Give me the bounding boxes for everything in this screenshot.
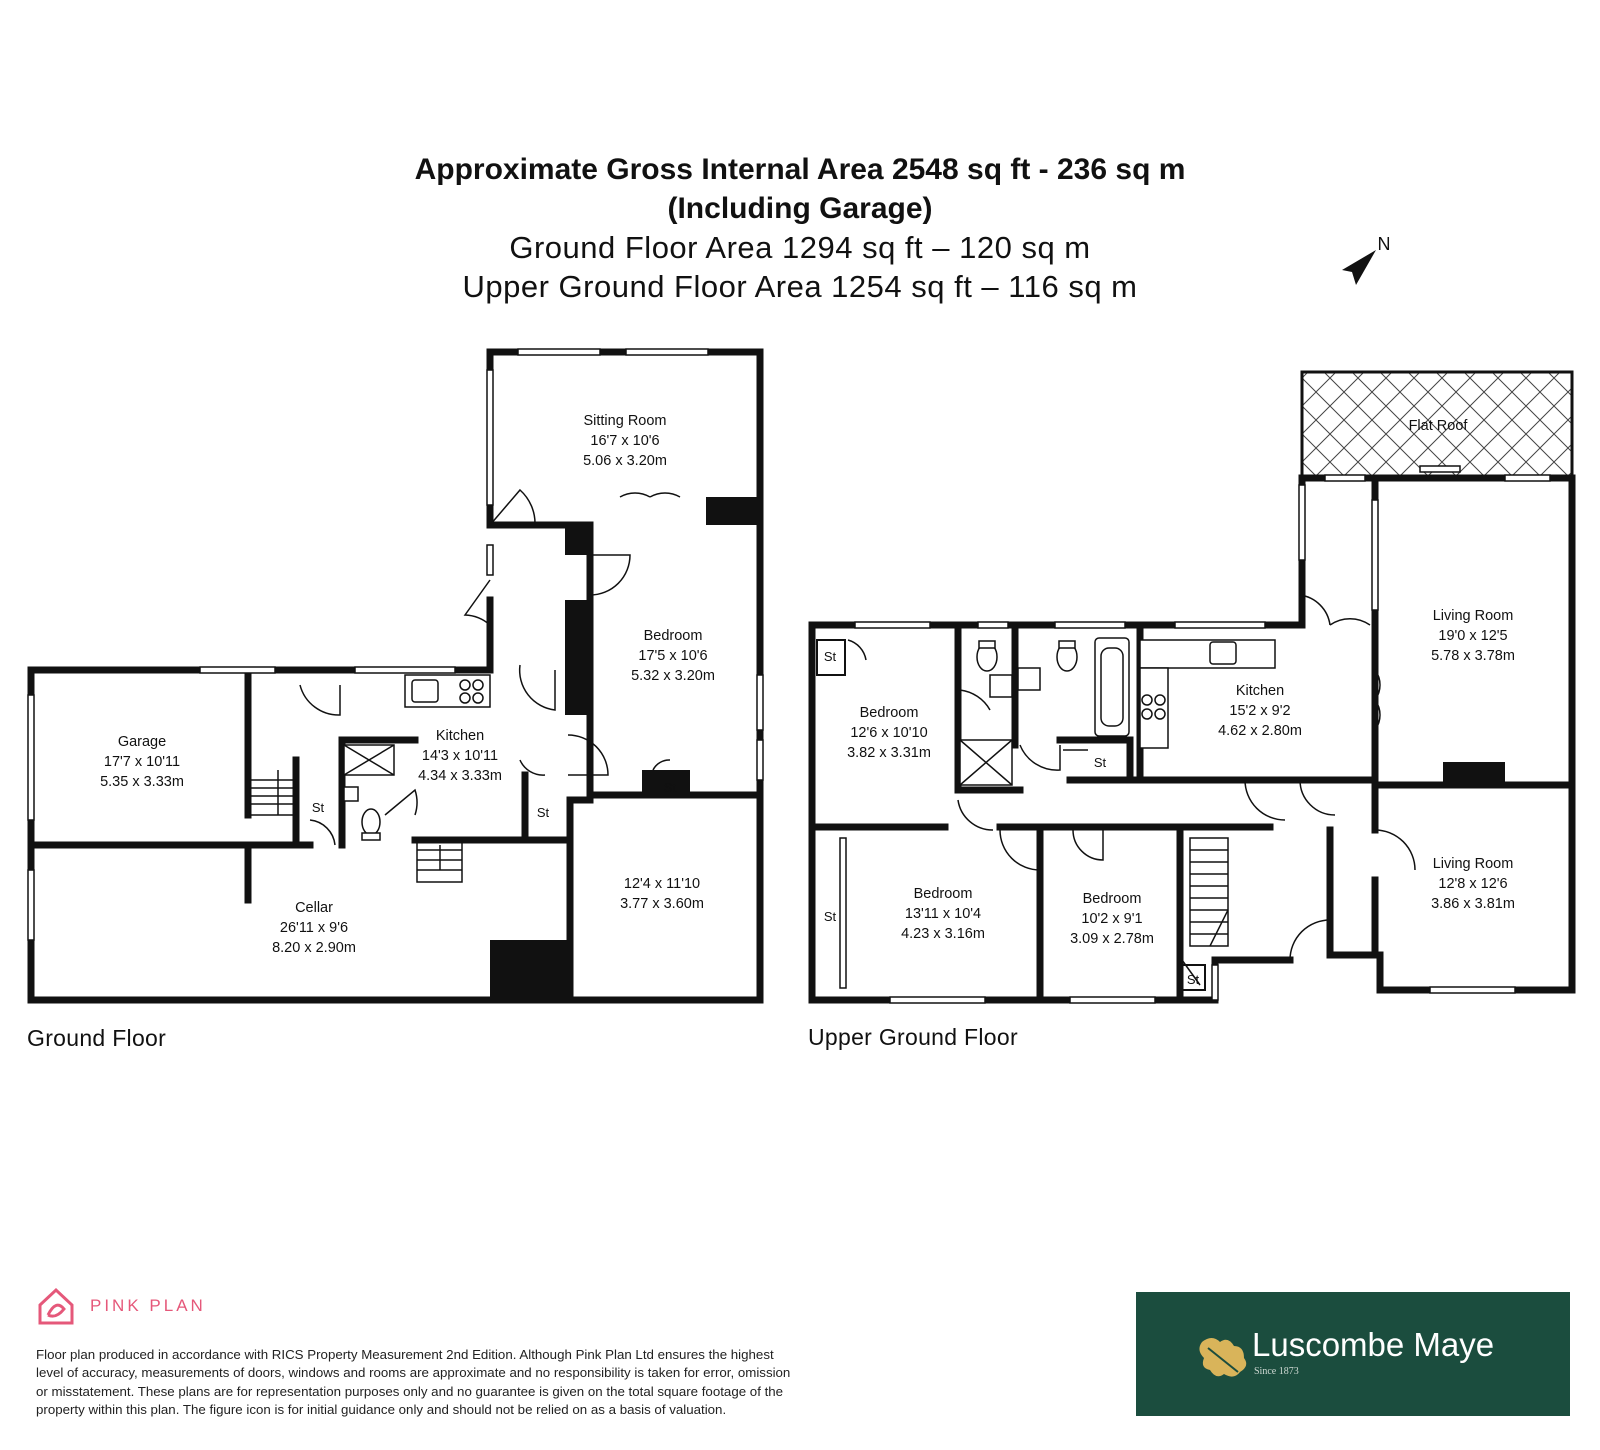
room-name-garage: Garage — [118, 734, 166, 750]
house-icon — [38, 1287, 74, 1325]
room-name-flat-roof: Flat Roof — [1409, 418, 1469, 434]
disclaimer-line: property within this plan. The figure ic… — [36, 1401, 727, 1417]
ground-floor-plan: Sitting Room 16'7 x 10'6 5.06 x 3.20m Be… — [27, 348, 764, 1004]
room-dim-cellar: 26'11 x 9'6 — [280, 920, 348, 936]
room-metric-upper-kitchen: 4.62 x 2.80m — [1218, 723, 1302, 739]
storage-label: St — [1187, 972, 1200, 987]
storage-label: St — [664, 780, 677, 795]
room-metric-sitting-room: 5.06 x 3.20m — [583, 453, 667, 469]
room-dim-garage: 17'7 x 10'11 — [104, 754, 180, 770]
room-name-upper-living-room-1: Living Room — [1433, 608, 1514, 624]
room-metric-garage: 5.35 x 3.33m — [100, 774, 184, 790]
gross-area-title: Approximate Gross Internal Area 2548 sq … — [414, 153, 1186, 186]
upper-floor-plan: Flat Roof Living Room 19'0 x 12'5 5.78 x… — [808, 370, 1576, 1004]
ground-floor-area: Ground Floor Area 1294 sq ft – 120 sq m — [509, 230, 1091, 265]
room-dim-upper-kitchen: 15'2 x 9'2 — [1229, 703, 1290, 719]
room-name-upper-living-room-2: Living Room — [1433, 856, 1514, 872]
room-dim-unnamed: 12'4 x 11'10 — [624, 876, 700, 892]
storage-label: St — [537, 805, 550, 820]
storage-label: St — [824, 649, 837, 664]
upper-floor-label: Upper Ground Floor — [808, 1024, 1018, 1050]
disclaimer-line: level of accuracy, measurements of doors… — [36, 1365, 791, 1381]
storage-label: St — [1094, 755, 1107, 770]
room-metric-cellar: 8.20 x 2.90m — [272, 940, 356, 956]
room-metric-gf-bedroom: 5.32 x 3.20m — [631, 668, 715, 684]
room-metric-upper-bedroom-3: 3.09 x 2.78m — [1070, 931, 1154, 947]
room-dim-gf-bedroom: 17'5 x 10'6 — [638, 648, 707, 664]
room-dim-upper-bedroom-1: 12'6 x 10'10 — [850, 725, 927, 741]
room-name-sitting-room: Sitting Room — [583, 413, 666, 429]
pink-plan-name: PINK PLAN — [90, 1296, 206, 1315]
pink-plan-logo: PINK PLAN — [36, 1285, 206, 1327]
storage-label: St — [312, 800, 325, 815]
room-dim-gf-kitchen: 14'3 x 10'11 — [422, 748, 498, 764]
room-metric-upper-living-room-1: 5.78 x 3.78m — [1431, 648, 1515, 664]
room-dim-sitting-room: 16'7 x 10'6 — [590, 433, 659, 449]
room-dim-upper-bedroom-3: 10'2 x 9'1 — [1081, 911, 1142, 927]
agent-since: Since 1873 — [1254, 1366, 1299, 1377]
oak-leaf-icon — [1199, 1338, 1247, 1377]
including-garage-note: (Including Garage) — [667, 192, 933, 225]
room-name-cellar: Cellar — [295, 900, 333, 916]
area-header: Approximate Gross Internal Area 2548 sq … — [0, 150, 1600, 306]
storage-label: St — [824, 909, 837, 924]
room-name-upper-bedroom-1: Bedroom — [860, 705, 919, 721]
room-name-gf-bedroom: Bedroom — [644, 628, 703, 644]
compass-n-label: N — [1378, 234, 1391, 254]
room-dim-upper-living-room-2: 12'8 x 12'6 — [1438, 876, 1507, 892]
room-dim-upper-living-room-1: 19'0 x 12'5 — [1438, 628, 1507, 644]
agent-name: Luscombe Maye — [1252, 1326, 1495, 1363]
compass-icon: N — [1342, 234, 1391, 285]
room-metric-upper-bedroom-1: 3.82 x 3.31m — [847, 745, 931, 761]
room-metric-unnamed: 3.77 x 3.60m — [620, 896, 704, 912]
room-name-upper-bedroom-2: Bedroom — [914, 886, 973, 902]
room-metric-upper-bedroom-2: 4.23 x 3.16m — [901, 926, 985, 942]
upper-floor-area: Upper Ground Floor Area 1254 sq ft – 116… — [462, 269, 1138, 304]
room-name-upper-bedroom-3: Bedroom — [1083, 891, 1142, 907]
room-name-upper-kitchen: Kitchen — [1236, 683, 1284, 699]
ground-floor-label: Ground Floor — [27, 1025, 167, 1051]
disclaimer-line: Floor plan produced in accordance with R… — [36, 1347, 774, 1362]
room-metric-gf-kitchen: 4.34 x 3.33m — [418, 768, 502, 784]
room-dim-upper-bedroom-2: 13'11 x 10'4 — [905, 906, 981, 922]
disclaimer-line: or misstatement. These plans are for rep… — [36, 1383, 784, 1399]
disclaimer: Floor plan produced in accordance with R… — [36, 1346, 936, 1419]
agent-logo-panel: Luscombe Maye Since 1873 — [1136, 1292, 1570, 1416]
room-name-gf-kitchen: Kitchen — [436, 728, 484, 744]
room-metric-upper-living-room-2: 3.86 x 3.81m — [1431, 896, 1515, 912]
